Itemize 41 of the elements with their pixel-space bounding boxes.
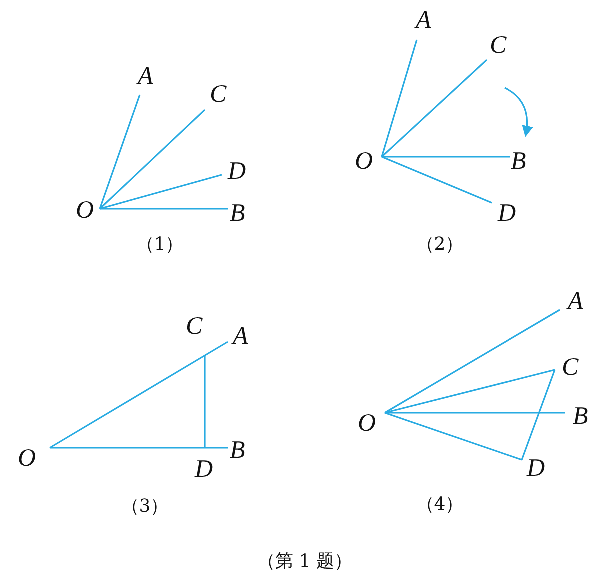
panel-caption: （4） bbox=[416, 496, 464, 514]
line-segment bbox=[100, 208, 228, 210]
point-label: O bbox=[358, 411, 376, 436]
point-label: A bbox=[568, 289, 584, 314]
figure-caption: （第 1 题） bbox=[258, 553, 352, 571]
line-segment bbox=[384, 412, 522, 461]
line-segment bbox=[50, 447, 228, 449]
line-segment bbox=[382, 156, 510, 158]
line-segment bbox=[50, 341, 228, 449]
line-segment bbox=[381, 59, 488, 158]
line-segment bbox=[382, 156, 492, 204]
point-label: D bbox=[228, 159, 246, 184]
point-label: B bbox=[230, 201, 246, 226]
line-segment bbox=[99, 94, 141, 210]
line-segment bbox=[385, 412, 565, 414]
line-segment bbox=[384, 309, 560, 414]
panel-caption: （2） bbox=[416, 236, 464, 254]
panel-caption: （3） bbox=[121, 498, 169, 516]
point-label: O bbox=[18, 446, 36, 471]
line-segment bbox=[381, 40, 418, 158]
point-label: A bbox=[138, 64, 154, 89]
point-label: O bbox=[76, 198, 94, 223]
point-label: A bbox=[233, 324, 248, 349]
point-label: C bbox=[490, 33, 507, 58]
point-label: C bbox=[562, 355, 579, 380]
point-label: O bbox=[355, 149, 374, 174]
point-label: A bbox=[416, 8, 432, 33]
point-label: D bbox=[195, 457, 214, 482]
line-segment bbox=[384, 369, 556, 414]
point-label: C bbox=[210, 82, 227, 107]
line-segment bbox=[99, 109, 206, 210]
point-label: D bbox=[498, 201, 516, 226]
line-segment bbox=[100, 174, 222, 210]
point-label: B bbox=[573, 404, 588, 429]
point-label: C bbox=[186, 314, 203, 339]
line-segment bbox=[204, 356, 206, 448]
panel-caption: （1） bbox=[136, 236, 184, 254]
point-label: D bbox=[527, 456, 546, 481]
point-label: B bbox=[511, 149, 526, 174]
line-segment bbox=[521, 370, 556, 460]
point-label: B bbox=[230, 438, 246, 463]
